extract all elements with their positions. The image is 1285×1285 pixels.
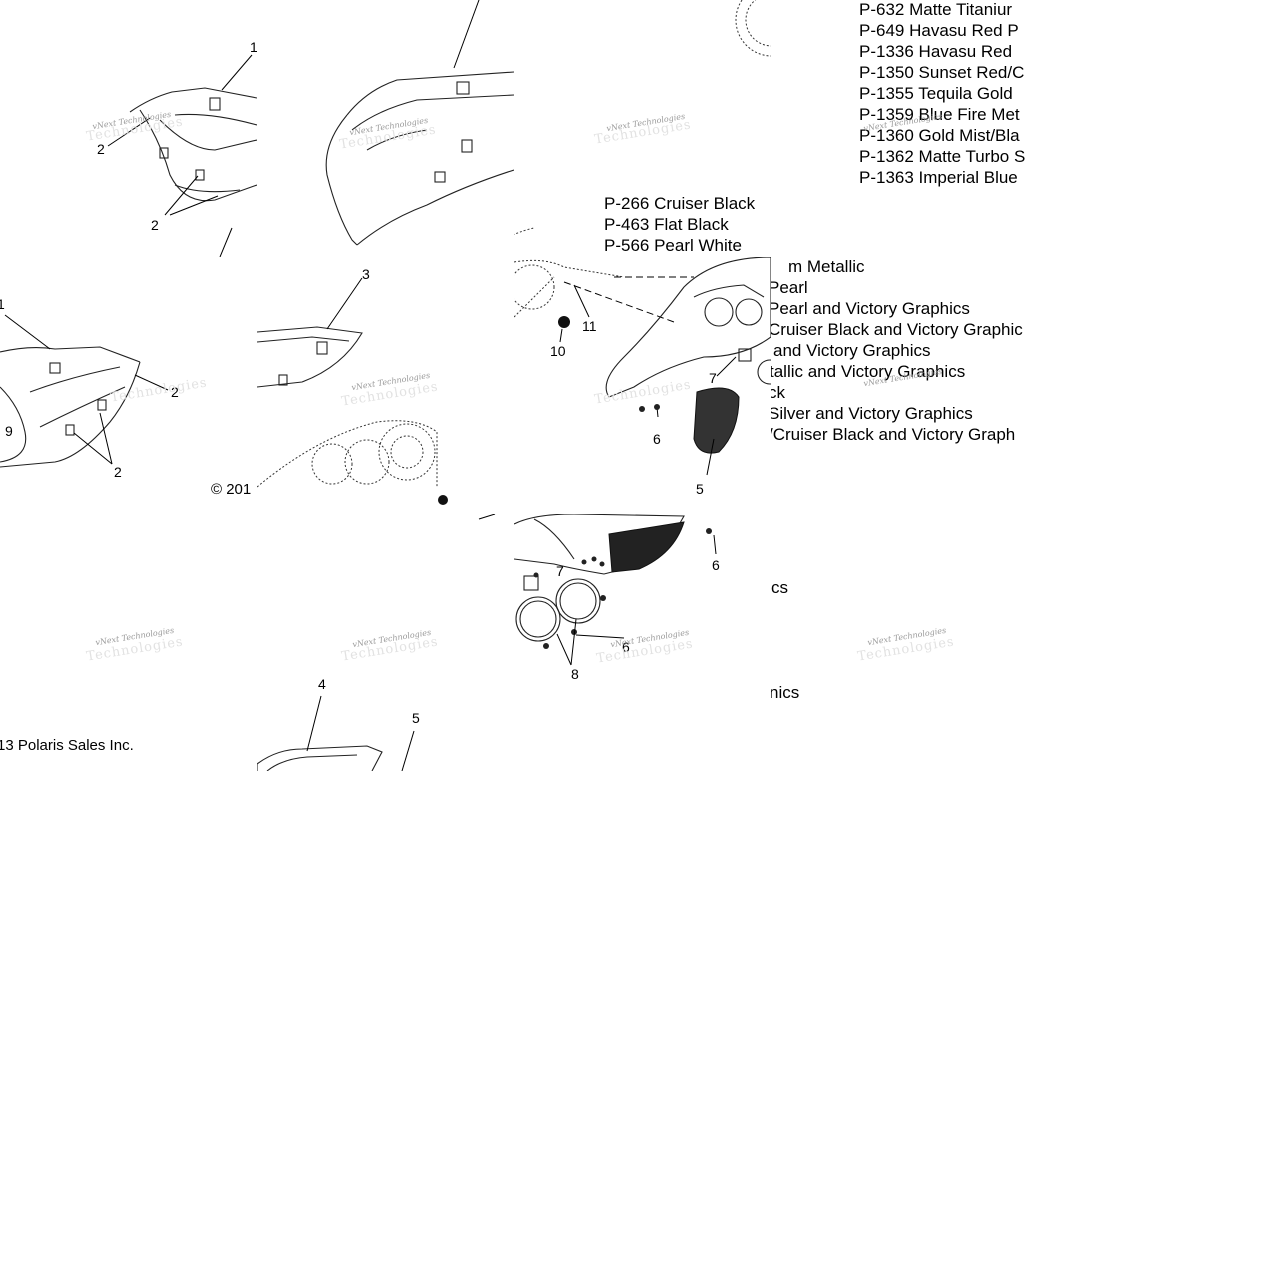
- diagram-tile-inner-fairing: 10 11 7 6 5 Technologies: [514, 257, 771, 514]
- paint-code: P-632 Matte Titaniur: [859, 0, 1013, 19]
- diagram-tile-paint-codes-c: m Metallic Pearl Pearl and Victory Graph…: [771, 257, 1028, 514]
- paint-code: and Victory Graphics: [773, 341, 931, 360]
- paint-code: P-1362 Matte Turbo S: [859, 147, 1026, 166]
- copyright-text: 13 Polaris Sales Inc.: [0, 737, 134, 754]
- paint-code-fragment: cs: [771, 578, 788, 597]
- callout-2: 2: [114, 464, 122, 480]
- inner-fairing-drawing: [514, 257, 771, 476]
- paint-code: P-266 Cruiser Black: [604, 194, 756, 213]
- paint-code: Pearl: [771, 278, 808, 297]
- diagram-tile-paint-codes-a: P-266 Cruiser Black P-463 Flat Black P-5…: [514, 0, 771, 257]
- callout-3: 3: [362, 266, 370, 282]
- paint-code: P-1350 Sunset Red/C: [859, 63, 1025, 82]
- callout-1: 1: [0, 296, 5, 312]
- callout-6: 6: [622, 639, 630, 655]
- paint-code: P-1363 Imperial Blue: [859, 168, 1018, 187]
- paint-code: P-1336 Havasu Red: [859, 42, 1013, 61]
- paint-code: P-1355 Tequila Gold: [859, 84, 1013, 103]
- callout-7: 7: [556, 563, 564, 579]
- diagram-tile-paint-codes-b: P-632 Matte Titaniur P-649 Havasu Red P …: [771, 0, 1028, 257]
- callout-2: 2: [151, 217, 159, 233]
- paint-code: Pearl and Victory Graphics: [771, 299, 970, 318]
- paint-code: m Metallic: [788, 257, 865, 276]
- paint-code: P-566 Pearl White: [604, 236, 742, 255]
- callout-10: 10: [550, 343, 566, 359]
- paint-code: Silver and Victory Graphics: [771, 404, 973, 423]
- paint-code: P-1360 Gold Mist/Bla: [859, 126, 1020, 145]
- callout-11: 11: [582, 318, 597, 334]
- diagram-tile-paint-codes-d: cs nics Technologies vNext Technologies: [771, 514, 1028, 771]
- callout-6: 6: [712, 557, 720, 573]
- visor-drawing: [257, 277, 448, 505]
- callout-6: 6: [653, 431, 661, 447]
- callout-7: 7: [709, 370, 717, 386]
- paint-code: Cruiser Black and Victory Graphic: [771, 320, 1023, 339]
- callout-1: 1: [250, 39, 257, 55]
- paint-code: P-649 Havasu Red P: [859, 21, 1019, 40]
- fairing-front-drawing: [325, 0, 514, 246]
- visor-2-drawing: [257, 514, 496, 771]
- paint-code: tallic and Victory Graphics: [771, 362, 966, 381]
- callout-9: 9: [5, 423, 13, 439]
- paint-code: P-463 Flat Black: [604, 215, 729, 234]
- diagram-tile-gauge-trim: 6 7 6 8 Technologies vNext Technologies: [514, 514, 771, 771]
- fairing-left-drawing: [107, 54, 257, 257]
- paint-code: /Cruiser Black and Victory Graph: [771, 425, 1016, 444]
- paint-code: ck: [771, 383, 785, 402]
- gauge-trim-drawing: [514, 514, 717, 666]
- diagram-tile-blank-a: Technologies vNext Technologies 13 Polar…: [0, 514, 257, 771]
- paint-code-fragment: nics: [771, 683, 800, 702]
- diagram-tile-fairing-left: 1 2 2 Technologies vNext Technologies: [0, 0, 257, 257]
- callout-2: 2: [97, 141, 105, 157]
- callout-8: 8: [571, 666, 579, 682]
- paint-code: P-1359 Blue Fire Met: [859, 105, 1020, 124]
- copyright-text: © 201: [211, 481, 252, 498]
- callout-4: 4: [318, 676, 326, 692]
- fairing-left-2-drawing: [0, 314, 169, 468]
- gauge-cluster-drawing: [514, 0, 771, 236]
- callout-5: 5: [696, 481, 704, 497]
- callout-5: 5: [412, 710, 420, 726]
- callout-2: 2: [171, 384, 179, 400]
- diagram-tile-fairing-left-2: 1 2 9 2 © 201 Technologies: [0, 257, 257, 514]
- diagram-tile-fairing-front: Technologies vNext Technologies: [257, 0, 514, 257]
- diagram-tile-visor: 3 Technologies vNext Technologies: [257, 257, 514, 514]
- diagram-tile-visor-2: 4 5 Technologies vNext Technologies: [257, 514, 514, 771]
